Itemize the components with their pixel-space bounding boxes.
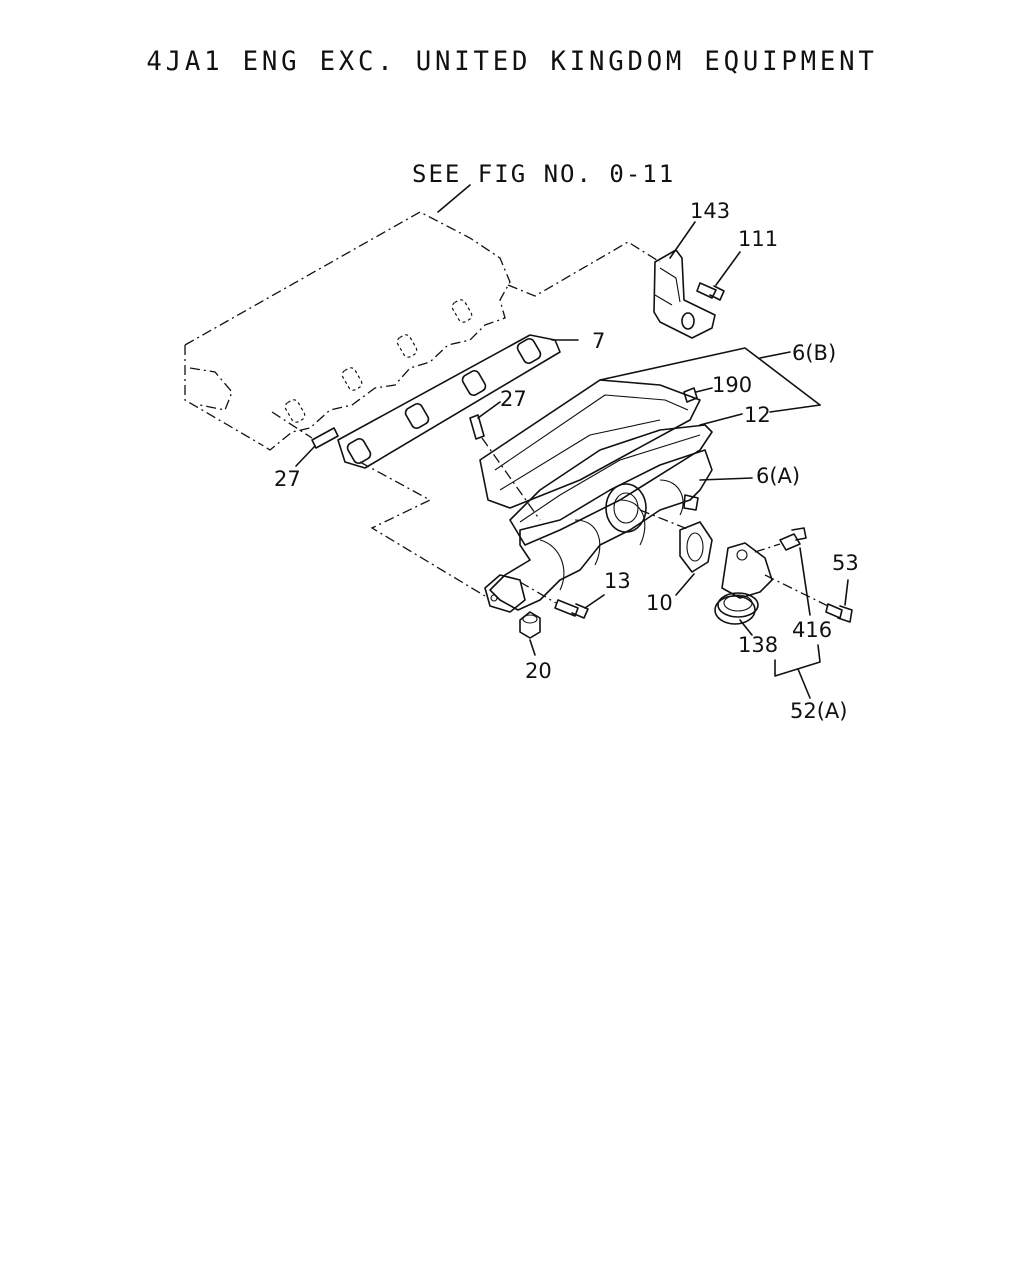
callout-27-upper: 27: [500, 387, 527, 411]
bolt-416-phantom: [754, 543, 781, 553]
bracket-143: [653, 249, 716, 339]
callout-190: 190: [712, 373, 752, 397]
exhaust-manifold-6a: [489, 449, 713, 611]
callout-13: 13: [604, 569, 631, 593]
bolt-416-upper: [779, 527, 807, 551]
callout-20: 20: [525, 659, 552, 683]
callout-138: 138: [738, 633, 778, 657]
leader-27-upper: [477, 401, 501, 419]
leader-416: [799, 547, 811, 616]
page-title: 4JA1 ENG EXC. UNITED KINGDOM EQUIPMENT: [146, 46, 878, 77]
leader-12: [699, 413, 743, 426]
leader-53: [844, 579, 849, 606]
callout-12: 12: [744, 403, 771, 427]
bolt-53: [825, 603, 853, 623]
leader-143: [669, 221, 696, 259]
see-fig-leader: [437, 184, 471, 213]
leader-52a-stem: [797, 668, 811, 699]
stud-27-upper: [469, 414, 541, 521]
cylinder-head-outline: [184, 211, 511, 451]
leader-190: [695, 387, 713, 393]
gasket-10: [679, 521, 713, 573]
gasket-12: [509, 424, 713, 546]
callout-143: 143: [690, 199, 730, 223]
callout-6b: 6(B): [792, 341, 836, 365]
leader-10: [675, 573, 695, 596]
stud-13: [519, 581, 589, 619]
see-figure-ref: SEE FIG NO. 0-11: [412, 160, 675, 188]
leader-138: [739, 619, 753, 636]
callout-10: 10: [646, 591, 673, 615]
leader-111: [715, 251, 741, 286]
leader-52a: [774, 644, 821, 677]
gasket-7: [337, 334, 561, 469]
leader-6b: [599, 347, 821, 406]
callout-52a: 52(A): [790, 699, 847, 723]
callout-111: 111: [738, 227, 778, 251]
bolt-111: [696, 282, 725, 301]
callout-7: 7: [592, 329, 605, 353]
heat-shield-6b: [479, 379, 701, 509]
exhaust-adapter-52a: [717, 542, 773, 618]
leader-6b-lower: [769, 404, 821, 413]
leader-20: [529, 639, 536, 656]
bracket-phantom-line: [507, 241, 661, 297]
nut-20: [519, 611, 541, 639]
leader-13: [584, 594, 605, 609]
leader-27-left: [295, 445, 316, 467]
leader-6b-top: [759, 351, 791, 359]
callout-416: 416: [792, 618, 832, 642]
callout-27-left: 27: [274, 467, 301, 491]
callout-53: 53: [832, 551, 859, 575]
gasket-10-phantom: [639, 509, 691, 531]
flange-phantom-line: [359, 461, 486, 597]
bolt-190: [683, 387, 698, 403]
leader-6a: [699, 477, 753, 481]
manifold-flange: [484, 574, 526, 613]
stud-27-left: [271, 411, 339, 449]
bolt-53-phantom: [764, 574, 829, 607]
callout-6a: 6(A): [756, 464, 800, 488]
ring-138: [714, 595, 756, 625]
